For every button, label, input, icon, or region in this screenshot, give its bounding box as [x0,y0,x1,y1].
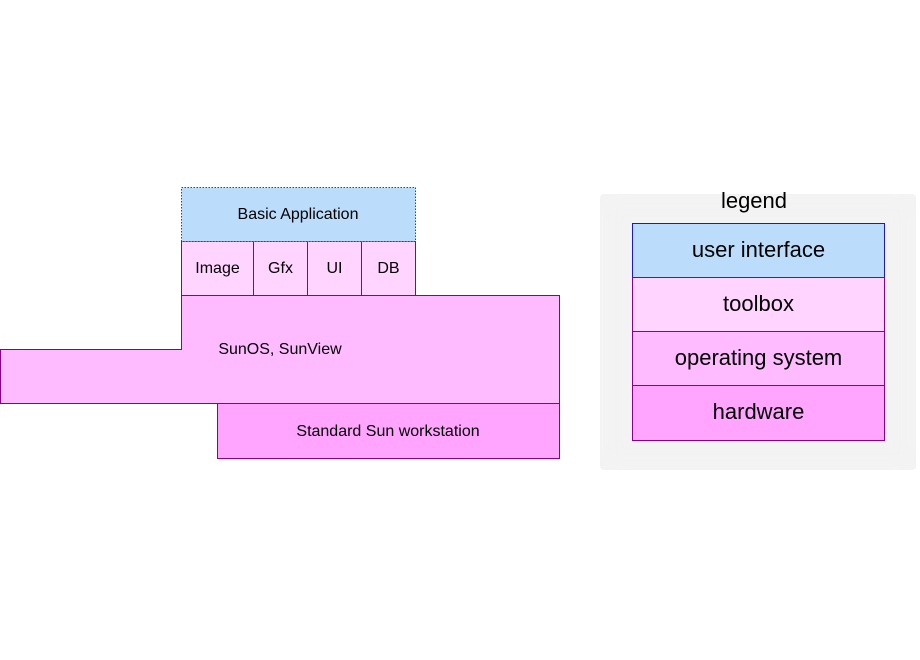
toolbox-db-cell [361,241,416,296]
legend-label-operating-system: operating system [675,345,843,370]
toolbox-db-label: DB [377,260,399,277]
toolbox-gfx-label: Gfx [268,260,293,277]
toolbox-ui-label: UI [327,260,343,277]
os-block [0,295,560,404]
hardware-label: Standard Sun workstation [296,423,479,440]
os-layer: SunOS, SunView [0,295,560,404]
application-label: Basic Application [238,206,359,223]
toolbox-layer: Image Gfx UI DB [181,241,416,296]
toolbox-image-label: Image [195,260,240,277]
legend-label-user-interface: user interface [692,237,825,262]
legend-label-hardware: hardware [713,399,805,424]
toolbox-ui-cell [307,241,362,296]
legend-swatch-operating-system [632,331,885,386]
legend-label-toolbox: toolbox [723,291,794,316]
layer-stack: Standard Sun workstation SunOS, SunView … [0,187,560,459]
legend-swatch-user-interface [632,223,885,278]
os-label: SunOS, SunView [218,341,342,358]
hardware-block [217,403,560,459]
legend-swatch-hardware [632,385,885,441]
legend: legend user interface toolbox operating … [600,188,916,470]
hardware-layer: Standard Sun workstation [217,403,560,459]
toolbox-gfx-cell [253,241,308,296]
application-layer: Basic Application [181,187,416,242]
legend-title: legend [721,188,787,213]
legend-swatch-toolbox [632,277,885,332]
application-block [181,187,416,242]
